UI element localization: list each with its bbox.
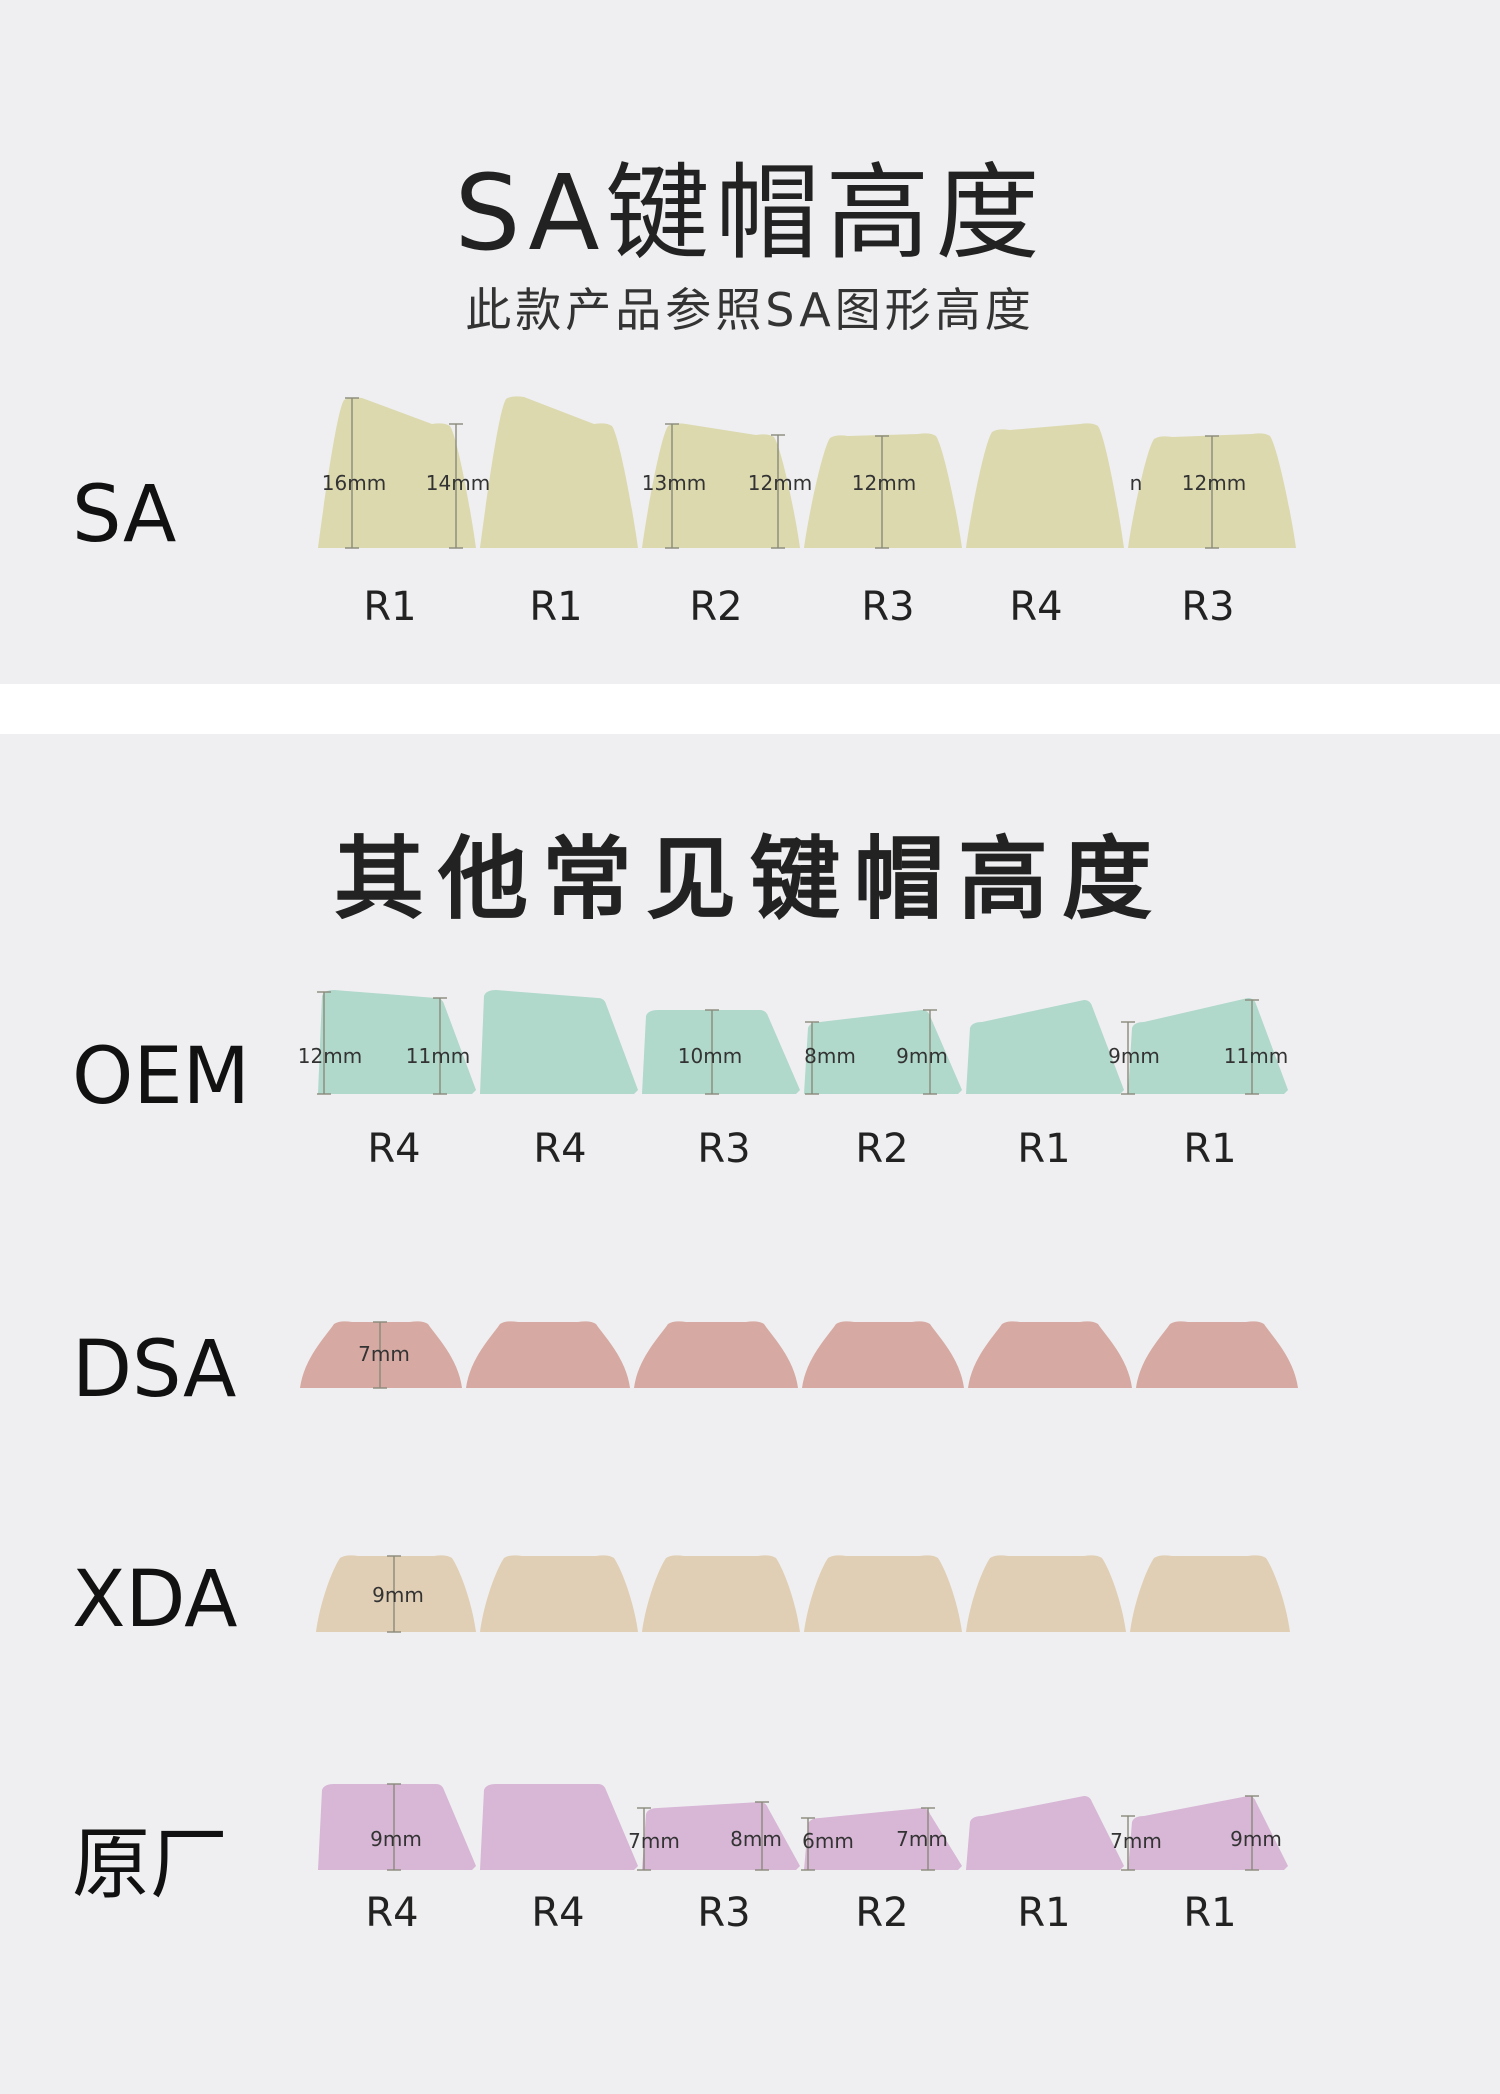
factory-measurement-label: 7mm bbox=[1110, 1829, 1162, 1853]
oem-measurement-label: 9mm bbox=[896, 1044, 948, 1068]
dsa-keycap bbox=[466, 1321, 630, 1388]
sa-row-label: R3 bbox=[1181, 584, 1234, 630]
sa-keycap bbox=[966, 423, 1124, 548]
sa-row-label: R4 bbox=[1009, 584, 1062, 630]
xda-keycap bbox=[480, 1555, 638, 1632]
profile-label-dsa: DSA bbox=[72, 1325, 237, 1415]
sa-measurement-label: 16mm bbox=[322, 471, 386, 495]
xda-measurement-label: 9mm bbox=[372, 1583, 424, 1607]
factory-row-label: R2 bbox=[855, 1890, 908, 1936]
factory-keycap bbox=[804, 1808, 962, 1870]
sa-keycap bbox=[480, 396, 638, 548]
sa-keycap bbox=[642, 423, 800, 548]
sa-row-label: R1 bbox=[529, 584, 582, 630]
sa-subtitle: 此款产品参照SA图形高度 bbox=[465, 283, 1035, 337]
dsa-keycap bbox=[634, 1321, 798, 1388]
oem-keycap bbox=[804, 1010, 962, 1094]
dsa-keycap bbox=[300, 1321, 462, 1388]
sa-row-label: R1 bbox=[363, 584, 416, 630]
sa-keycap bbox=[318, 397, 476, 548]
oem-row-label: R1 bbox=[1183, 1126, 1236, 1172]
oem-keycap bbox=[318, 990, 476, 1094]
factory-measurement-label: 9mm bbox=[1230, 1827, 1282, 1851]
oem-row-label: R2 bbox=[855, 1126, 908, 1172]
sa-row-label: R3 bbox=[861, 584, 914, 630]
oem-keycap bbox=[966, 1000, 1124, 1094]
factory-row-label: R4 bbox=[365, 1890, 418, 1936]
oem-keycap bbox=[480, 990, 638, 1094]
factory-row-label: R1 bbox=[1183, 1890, 1236, 1936]
factory-measurement-label: 7mm bbox=[896, 1827, 948, 1851]
dsa-keycap bbox=[968, 1321, 1132, 1388]
dsa-measurement-label: 7mm bbox=[358, 1342, 410, 1366]
sa-measurement-label: 13mm bbox=[642, 471, 706, 495]
factory-keycap bbox=[1128, 1796, 1288, 1870]
profile-label-xda: XDA bbox=[72, 1555, 238, 1645]
oem-measurement-label: 11mm bbox=[406, 1044, 470, 1068]
profile-label-oem: OEM bbox=[72, 1032, 250, 1122]
oem-measurement-label: 11mm bbox=[1224, 1044, 1288, 1068]
xda-keycap bbox=[804, 1555, 962, 1632]
sa-measurement-label: 12mm bbox=[748, 471, 812, 495]
oem-keycap bbox=[642, 1010, 800, 1094]
oem-measurement-label: 12mm bbox=[298, 1044, 362, 1068]
dsa-keycap bbox=[1136, 1321, 1298, 1388]
sa-keycap bbox=[804, 433, 962, 548]
sa-measurement-label: 12mm bbox=[1182, 471, 1246, 495]
factory-row-label: R4 bbox=[531, 1890, 584, 1936]
sa-title: SA键帽高度 bbox=[454, 152, 1046, 274]
factory-row-label: R1 bbox=[1017, 1890, 1070, 1936]
oem-row-label: R4 bbox=[533, 1126, 586, 1172]
xda-keycap bbox=[1130, 1555, 1290, 1632]
xda-keycap bbox=[642, 1555, 800, 1632]
oem-measurement-label: 10mm bbox=[678, 1044, 742, 1068]
sa-measurement-label: 12mm bbox=[852, 471, 916, 495]
factory-measurement-label: 9mm bbox=[370, 1827, 422, 1851]
oem-measurement-label: 8mm bbox=[804, 1044, 856, 1068]
xda-keycap bbox=[316, 1555, 476, 1632]
factory-measurement-label: 6mm bbox=[802, 1829, 854, 1853]
profile-label-factory: 原厂 bbox=[72, 1820, 229, 1910]
sa-panel bbox=[0, 0, 1500, 684]
profile-label-sa: SA bbox=[72, 470, 177, 560]
factory-keycap bbox=[642, 1802, 800, 1870]
other-profiles-title: 其他常见键帽高度 bbox=[334, 827, 1166, 932]
xda-keycap bbox=[966, 1555, 1126, 1632]
factory-row-label: R3 bbox=[697, 1890, 750, 1936]
factory-measurement-label: 7mm bbox=[628, 1829, 680, 1853]
oem-row-label: R1 bbox=[1017, 1126, 1070, 1172]
oem-keycap bbox=[1128, 998, 1288, 1094]
sa-measurement-label: n bbox=[1130, 471, 1143, 495]
dsa-keycap bbox=[802, 1321, 964, 1388]
oem-row-label: R3 bbox=[697, 1126, 750, 1172]
oem-row-label: R4 bbox=[367, 1126, 420, 1172]
factory-keycap bbox=[318, 1784, 476, 1870]
sa-row-label: R2 bbox=[689, 584, 742, 630]
factory-keycap bbox=[480, 1784, 638, 1870]
sa-measurement-label: 14mm bbox=[426, 471, 490, 495]
factory-measurement-label: 8mm bbox=[730, 1827, 782, 1851]
factory-keycap bbox=[966, 1796, 1124, 1870]
oem-measurement-label: 9mm bbox=[1108, 1044, 1160, 1068]
